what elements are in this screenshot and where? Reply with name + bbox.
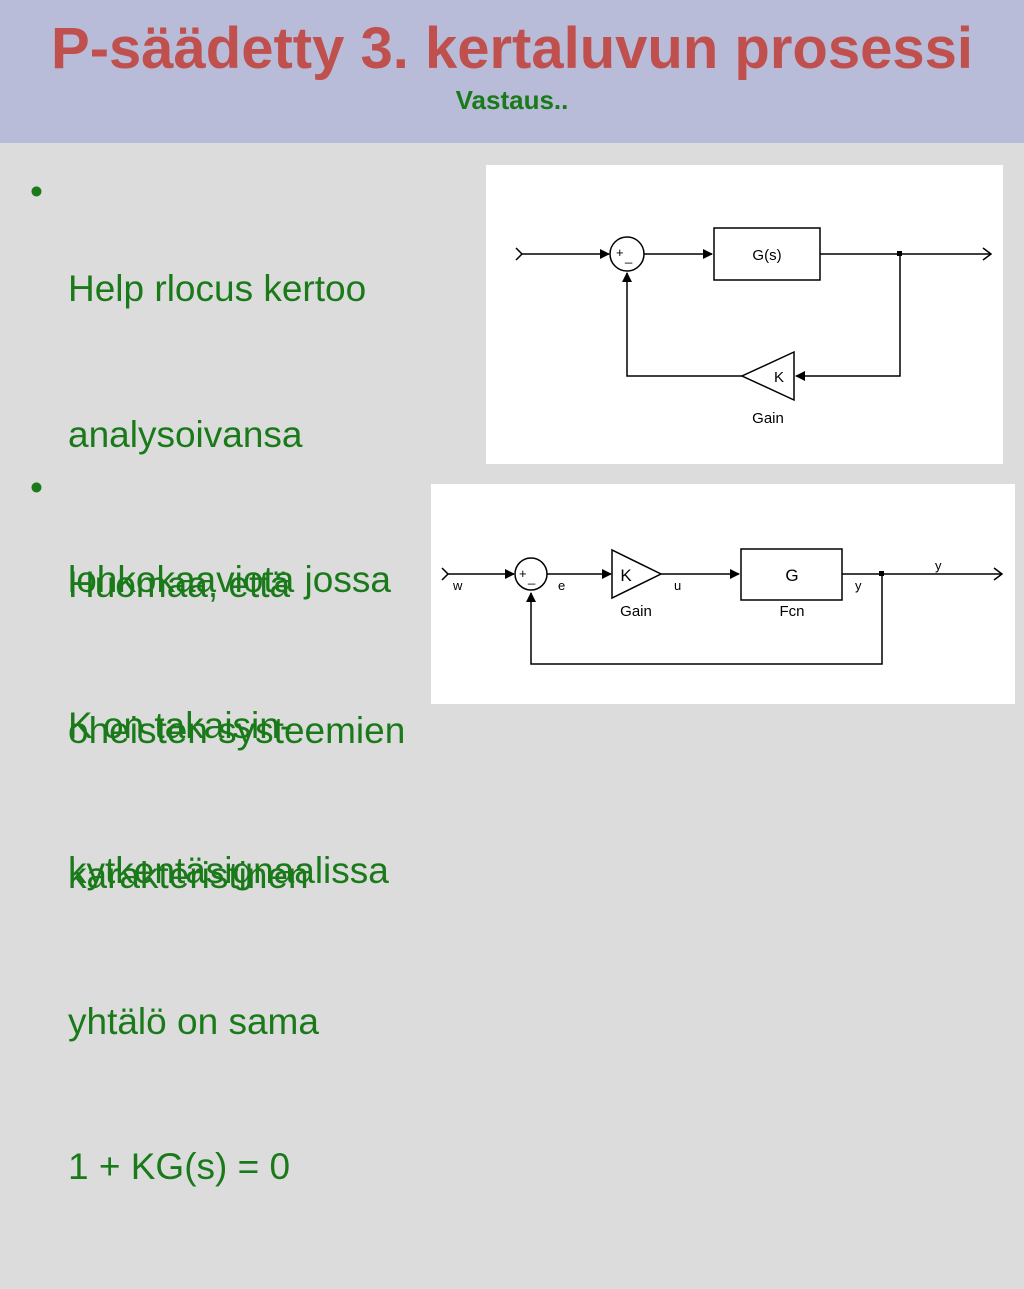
bullet-2-line-4: yhtälö on sama <box>68 1000 319 1042</box>
error-label: e <box>558 578 565 593</box>
bullet-dot: • <box>30 467 43 508</box>
gain-block <box>740 350 795 402</box>
bullet-2-line-1: Huomaa, että <box>68 564 291 605</box>
feedback-line <box>526 574 883 665</box>
diagram-2-svg: w + _ e K Gain u G Fcn y y <box>441 548 1004 665</box>
bullet-2-line-5: 1 + KG(s) = 0 <box>68 1146 291 1187</box>
plant-label: G <box>785 566 798 585</box>
title-banner: P-säädetty 3. kertaluvun prosessi Vastau… <box>0 0 1024 143</box>
output-port-icon <box>993 567 1004 581</box>
control-label: u <box>674 578 681 593</box>
branch-point <box>897 251 902 256</box>
feedback-line-left <box>622 272 742 377</box>
bullet-1-line-4: K on takaisin- <box>68 704 293 746</box>
plant-block <box>713 227 821 281</box>
output-label-far: y <box>935 558 942 573</box>
block-diagram-feedback-gain: + _ G(s) K Gain <box>486 165 1003 464</box>
page-title: P-säädetty 3. kertaluvun prosessi <box>51 16 973 81</box>
gain-caption: Gain <box>752 410 784 427</box>
output-label-near: y <box>855 578 862 593</box>
sum-minus-sign: _ <box>527 570 536 585</box>
feedback-line-right <box>795 254 901 381</box>
diagram-1-svg: + _ G(s) K Gain <box>515 227 993 427</box>
gain-label: K <box>620 566 632 585</box>
bullet-2-line-3: karakteristinen <box>68 855 309 896</box>
input-port-icon <box>441 567 450 581</box>
sum-plus-sign: + <box>519 566 527 581</box>
block-diagram-forward-gain: w + _ e K Gain u G Fcn y y <box>431 484 1015 704</box>
input-port-icon <box>515 247 524 261</box>
plant-label: G(s) <box>752 247 781 264</box>
output-port-icon <box>982 247 993 261</box>
bullet-1-line-2: analysoivansa <box>68 413 303 455</box>
plant-caption: Fcn <box>779 603 804 620</box>
branch-point <box>879 571 884 576</box>
sum-minus-sign: _ <box>624 249 633 264</box>
page-subtitle: Vastaus.. <box>455 85 569 115</box>
gain-label: K <box>774 369 784 386</box>
gain-caption: Gain <box>620 603 652 620</box>
bullet-2-line-2: oheisten systeemien <box>68 709 406 751</box>
gain-block <box>611 548 663 600</box>
bullet-1-line-3: lohkokaaviota jossa <box>68 559 391 600</box>
input-label: w <box>452 578 463 593</box>
sum-plus-sign: + <box>616 245 624 260</box>
bullet-1-line-1: Help rlocus kertoo <box>68 268 367 309</box>
bullet-dot: • <box>30 171 43 212</box>
